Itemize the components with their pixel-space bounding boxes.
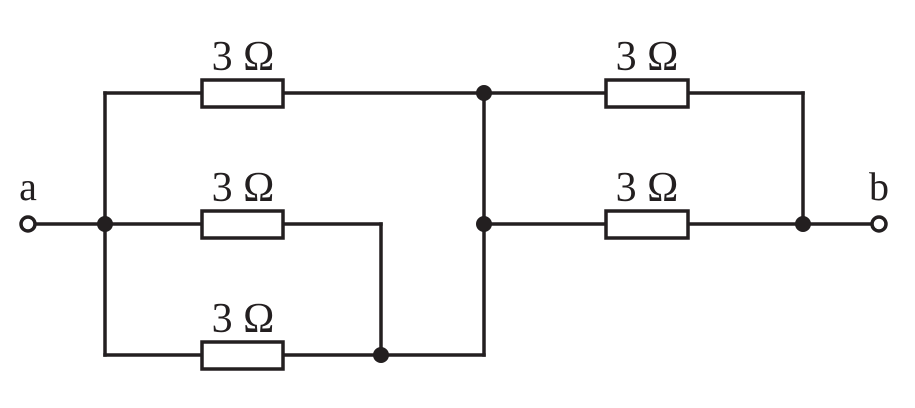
- resistor-label-middle-left: 3 Ω: [212, 165, 275, 211]
- wires: [33, 91, 874, 357]
- junction-center-middle: [476, 216, 492, 232]
- resistor-label-top-left: 3 Ω: [212, 34, 275, 80]
- terminal-label-b: b: [869, 164, 889, 209]
- resistors: [200, 78, 690, 371]
- junction-center-top: [476, 85, 492, 101]
- resistor-label-top-right: 3 Ω: [616, 34, 679, 80]
- resistor-label-middle-right: 3 Ω: [616, 165, 679, 211]
- resistor-middle-left: [200, 209, 285, 240]
- terminal-label-a: a: [19, 164, 37, 209]
- junctions: [97, 85, 811, 363]
- resistor-bottom-left: [200, 340, 285, 371]
- terminal-b: [870, 215, 888, 233]
- junction-right: [795, 216, 811, 232]
- resistor-label-bottom-left: 3 Ω: [212, 296, 275, 342]
- resistor-labels: 3 Ω 3 Ω 3 Ω 3 Ω 3 Ω: [212, 34, 679, 342]
- junction-left: [97, 216, 113, 232]
- terminals: a b: [19, 164, 889, 233]
- resistor-top-right: [604, 78, 690, 109]
- junction-bottom-middle: [373, 347, 389, 363]
- resistor-top-left: [200, 78, 285, 109]
- terminal-a: [19, 215, 37, 233]
- resistor-middle-right: [604, 209, 690, 240]
